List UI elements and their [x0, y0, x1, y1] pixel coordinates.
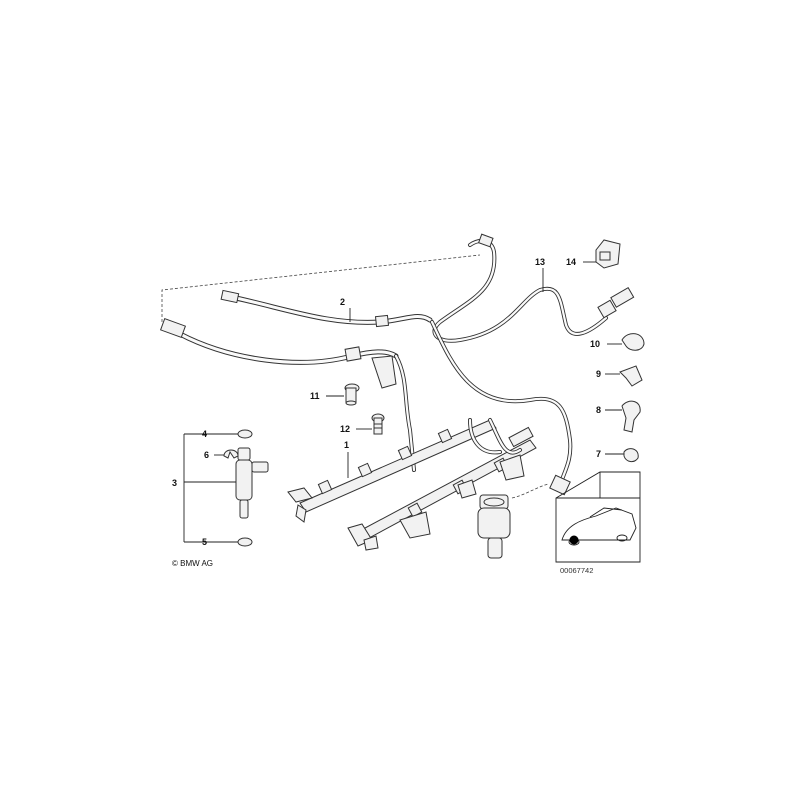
callout-10: 10 — [590, 339, 600, 349]
callout-9: 9 — [596, 369, 601, 379]
clamp-9[interactable] — [619, 365, 643, 387]
callout-3: 3 — [172, 478, 177, 488]
callout-14: 14 — [566, 257, 576, 267]
clamp-10[interactable] — [621, 333, 645, 351]
pressure-regulator[interactable] — [477, 483, 549, 559]
feed-line[interactable] — [432, 233, 635, 343]
fuel-rail[interactable] — [287, 418, 537, 551]
fuel-injector[interactable] — [235, 447, 269, 519]
callout-1: 1 — [344, 440, 349, 450]
callout-6: 6 — [204, 450, 209, 460]
clip-7[interactable] — [623, 448, 639, 463]
callout-8: 8 — [596, 405, 601, 415]
o-ring-top[interactable] — [237, 429, 253, 439]
callout-leaders — [183, 261, 624, 543]
supply-hose[interactable] — [159, 317, 399, 389]
location-marker-icon — [569, 535, 579, 545]
diagram-reference-number: 00067742 — [560, 566, 593, 575]
fuel-hose[interactable] — [220, 289, 433, 328]
callout-13: 13 — [535, 257, 545, 267]
return-line[interactable] — [394, 320, 573, 496]
copyright-text: © BMW AG — [172, 559, 213, 568]
callout-7: 7 — [596, 449, 601, 459]
clip-8[interactable] — [621, 400, 641, 433]
clip[interactable] — [223, 449, 239, 459]
callout-2: 2 — [340, 297, 345, 307]
callout-11: 11 — [310, 391, 320, 401]
callout-5: 5 — [202, 537, 207, 547]
callout-4: 4 — [202, 429, 207, 439]
assembly-outline-dashed — [161, 254, 481, 322]
callout-12: 12 — [340, 424, 350, 434]
vehicle-locator-inset — [555, 471, 641, 563]
bolt[interactable] — [371, 413, 385, 435]
hose-holder[interactable] — [595, 239, 621, 269]
screw[interactable] — [344, 383, 360, 406]
o-ring-bottom[interactable] — [237, 537, 253, 547]
